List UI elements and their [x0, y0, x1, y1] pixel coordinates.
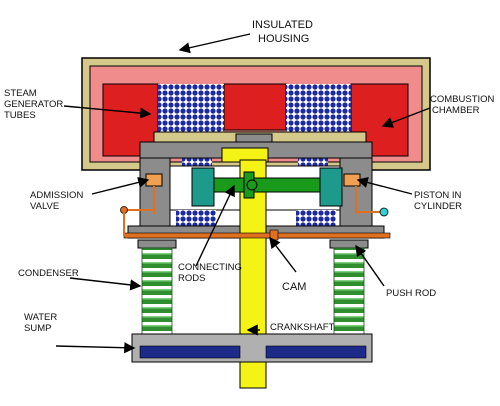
- label-crankshaft: CRANKSHAFT: [270, 322, 335, 333]
- label-housing: HOUSING: [258, 33, 309, 45]
- piston-right: [319, 167, 343, 207]
- label-piston-in: PISTON IN: [414, 190, 461, 201]
- label-valve: VALVE: [30, 201, 59, 212]
- label-tubes: TUBES: [4, 110, 36, 121]
- label-generator: GENERATOR: [4, 99, 63, 110]
- label-admission: ADMISSION: [30, 190, 83, 201]
- piston-left: [191, 167, 215, 207]
- label-chamber: CHAMBER: [432, 105, 480, 116]
- callout-arrows: [55, 33, 431, 354]
- water-sump: [131, 333, 373, 363]
- label-cam: CAM: [282, 281, 306, 293]
- label-water: WATER: [24, 312, 57, 323]
- label-steam: STEAM: [4, 88, 37, 99]
- label-insulated: INSULATED: [252, 19, 313, 31]
- labels: INSULATED HOUSING STEAM GENERATOR TUBES …: [4, 19, 495, 334]
- label-sump: SUMP: [24, 323, 51, 334]
- exhaust-valve: [343, 173, 389, 217]
- label-condenser: CONDENSER: [18, 268, 79, 279]
- label-rods: RODS: [178, 273, 205, 284]
- label-connecting: CONNECTING: [178, 262, 242, 273]
- connecting-rods: [213, 171, 321, 199]
- push-rod: [123, 210, 391, 241]
- label-combustion: COMBUSTION: [430, 94, 495, 105]
- label-cylinder: CYLINDER: [414, 201, 462, 212]
- label-push-rod: PUSH ROD: [386, 288, 436, 299]
- condenser-left: [137, 239, 177, 335]
- condenser-right: [329, 239, 369, 335]
